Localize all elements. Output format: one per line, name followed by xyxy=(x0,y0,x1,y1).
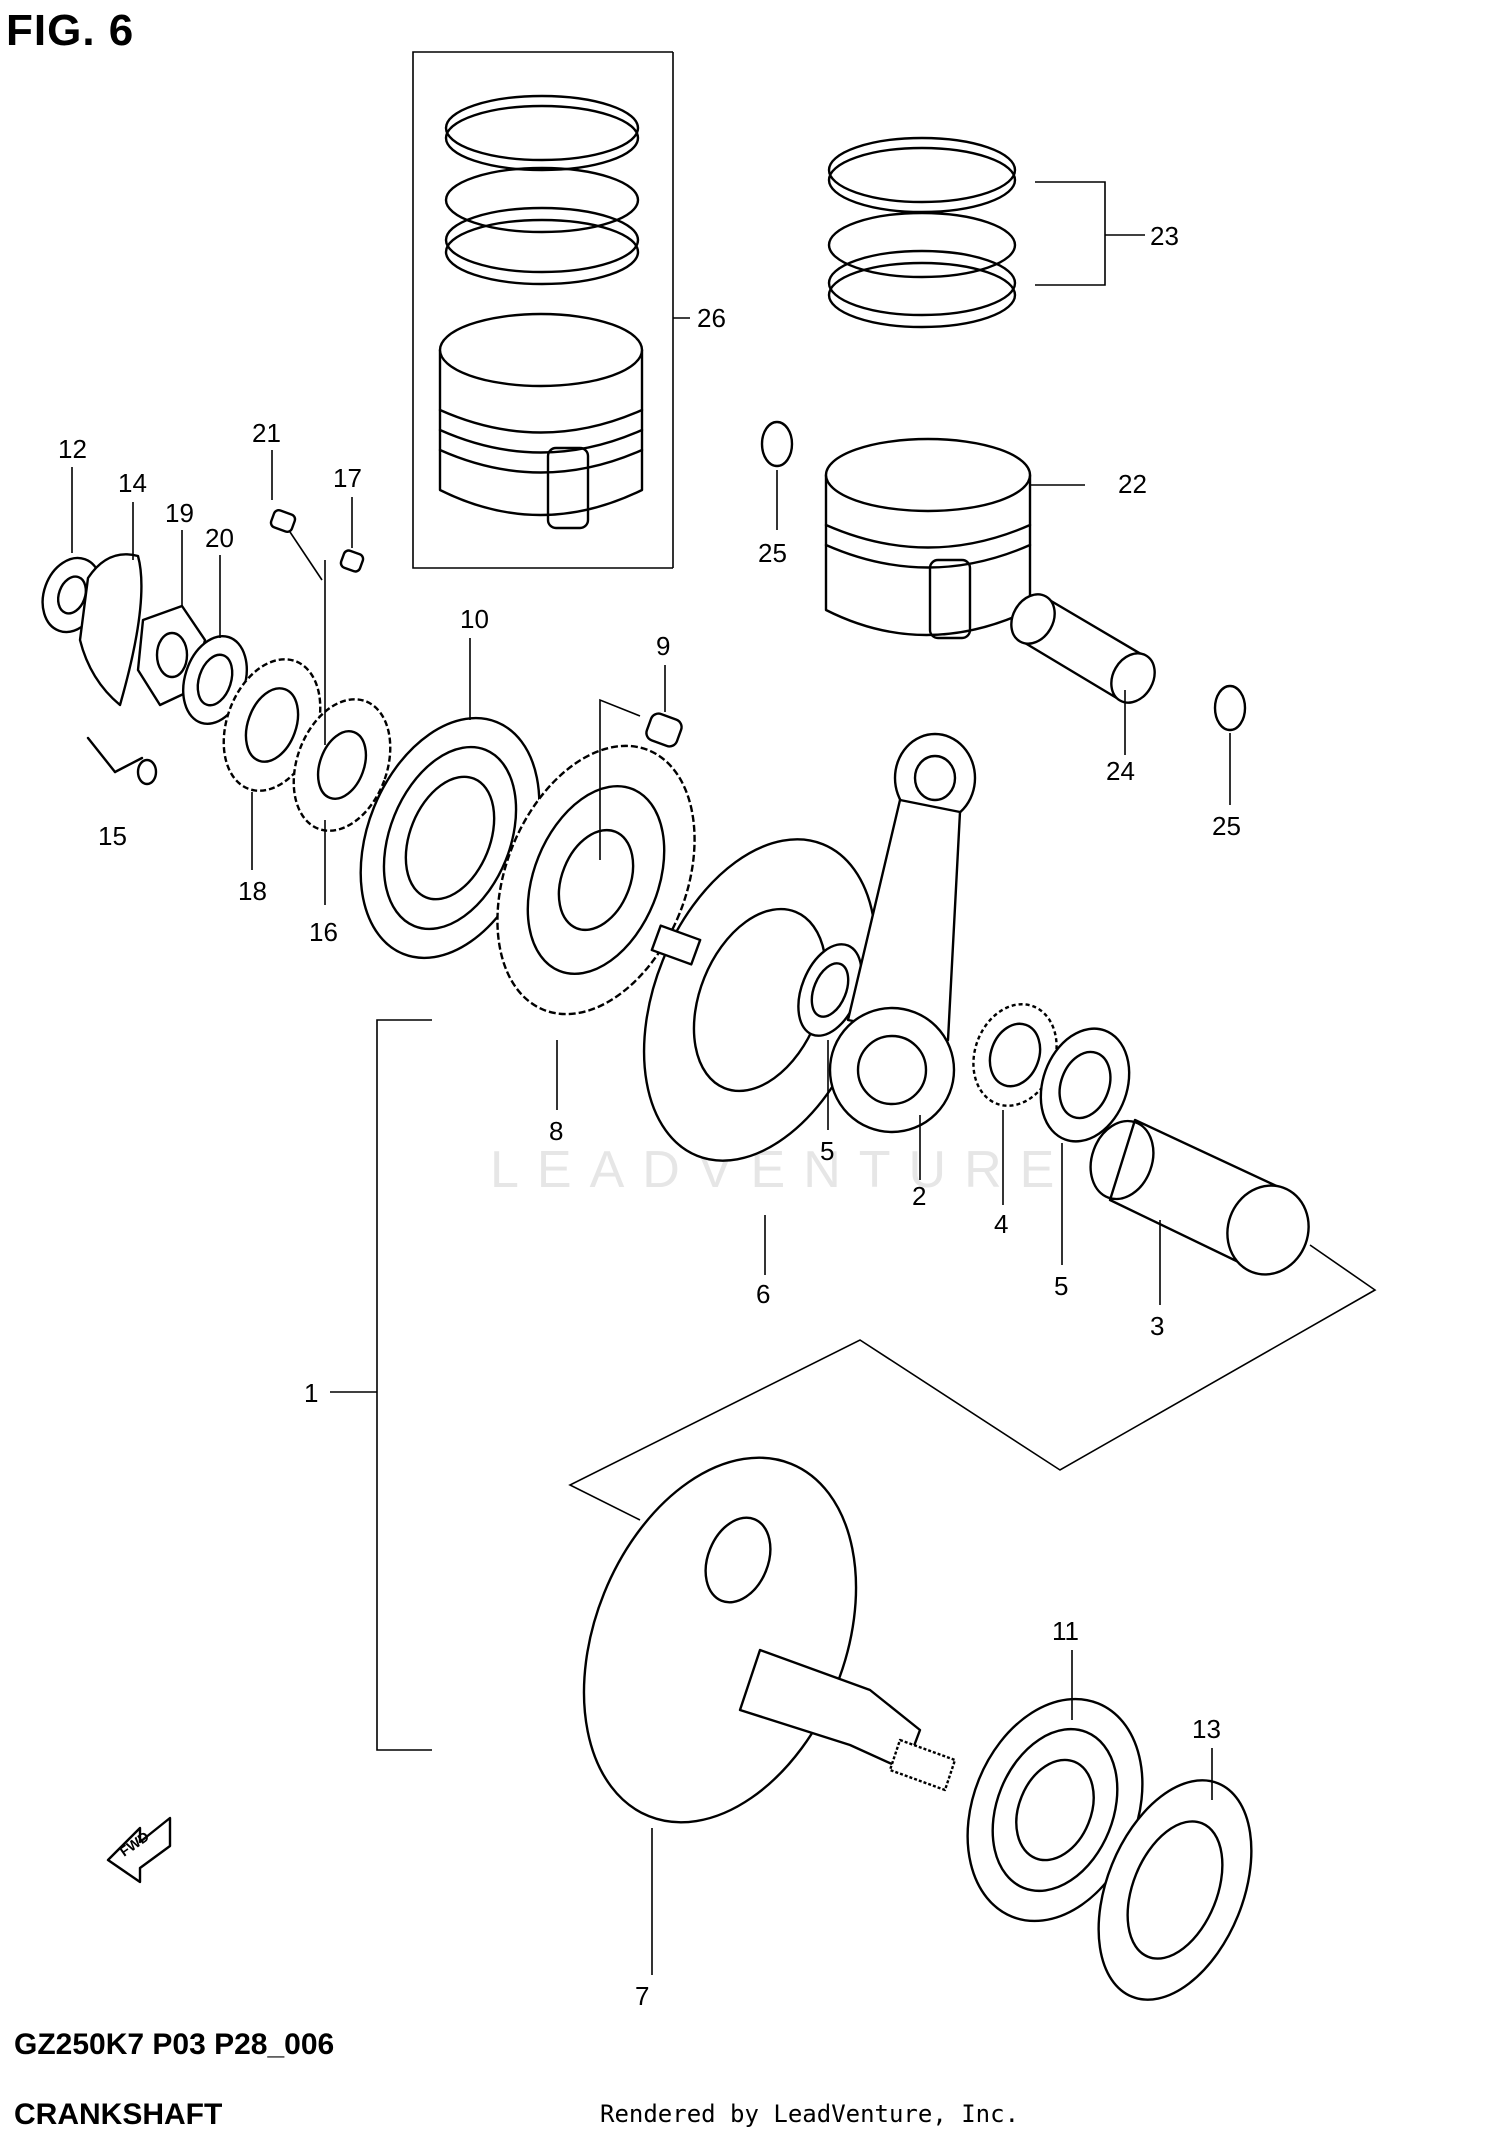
callout-25b: 25 xyxy=(1212,811,1241,841)
figure-title: FIG. 6 xyxy=(6,6,135,55)
callout-18: 18 xyxy=(238,876,267,906)
callout-8: 8 xyxy=(549,1116,563,1146)
crank-web-6 xyxy=(642,838,878,1275)
screw-15 xyxy=(86,736,158,786)
callout-17: 17 xyxy=(333,463,362,493)
callout-11: 11 xyxy=(1052,1616,1079,1646)
callout-14: 14 xyxy=(118,468,147,498)
piston-26 xyxy=(438,312,644,530)
fwd-arrow-icon: FWD xyxy=(106,1816,172,1884)
callout-5a: 5 xyxy=(820,1136,834,1166)
crankshaft-assembly-bracket xyxy=(330,1019,432,1751)
bearing-10 xyxy=(359,638,541,960)
callout-19: 19 xyxy=(165,498,194,528)
key-21 xyxy=(269,450,323,581)
gear-16 xyxy=(292,698,392,905)
piston-pin-clip-25a xyxy=(760,420,794,530)
crank-web-7 xyxy=(582,1456,957,1975)
drive-gear-8 xyxy=(496,744,696,1110)
callout-6: 6 xyxy=(756,1279,770,1309)
piston-22 xyxy=(824,437,1085,640)
callout-10: 10 xyxy=(460,604,489,634)
callout-4: 4 xyxy=(994,1209,1008,1239)
callout-7: 7 xyxy=(635,1981,649,2011)
oil-seal-13 xyxy=(1097,1748,1253,2001)
key-17 xyxy=(324,497,365,745)
callout-24: 24 xyxy=(1106,756,1135,786)
callout-15: 15 xyxy=(98,821,127,851)
connecting-rod-2 xyxy=(828,732,977,1180)
key-9 xyxy=(599,665,683,860)
crank-pin-3 xyxy=(1089,1118,1310,1305)
callout-5b: 5 xyxy=(1054,1271,1068,1301)
callout-2: 2 xyxy=(912,1181,926,1211)
piston-ring-set-23 xyxy=(827,136,1145,329)
thrust-washer-5b xyxy=(1039,1027,1131,1265)
piston-kit-box xyxy=(412,51,690,569)
callout-3: 3 xyxy=(1150,1311,1164,1341)
diagram-name: CRANKSHAFT xyxy=(14,2098,223,2131)
callout-22: 22 xyxy=(1118,469,1147,499)
piston-ring-set-26 xyxy=(444,94,640,286)
callout-labels: 1 2 3 4 5 5 6 7 8 9 10 11 12 13 14 15 16… xyxy=(58,221,1241,2011)
callout-9: 9 xyxy=(656,631,670,661)
piston-pin-24 xyxy=(1010,593,1156,755)
bearing-11 xyxy=(966,1650,1144,1923)
callout-20: 20 xyxy=(205,523,234,553)
watermark-text: LEADVENTURE xyxy=(490,1141,1073,1199)
callout-25a: 25 xyxy=(758,538,787,568)
render-credit: Rendered by LeadVenture, Inc. xyxy=(600,2100,1020,2128)
callout-1: 1 xyxy=(304,1378,318,1408)
piston-pin-clip-25b xyxy=(1213,684,1247,805)
callout-12: 12 xyxy=(58,434,87,464)
lock-washer-14 xyxy=(78,502,143,707)
diagram-code: GZ250K7 P03 P28_006 xyxy=(14,2028,335,2061)
callout-23: 23 xyxy=(1150,221,1179,251)
callout-26: 26 xyxy=(697,303,726,333)
callout-21: 21 xyxy=(252,418,281,448)
callout-16: 16 xyxy=(309,917,338,947)
callout-13: 13 xyxy=(1192,1714,1221,1744)
